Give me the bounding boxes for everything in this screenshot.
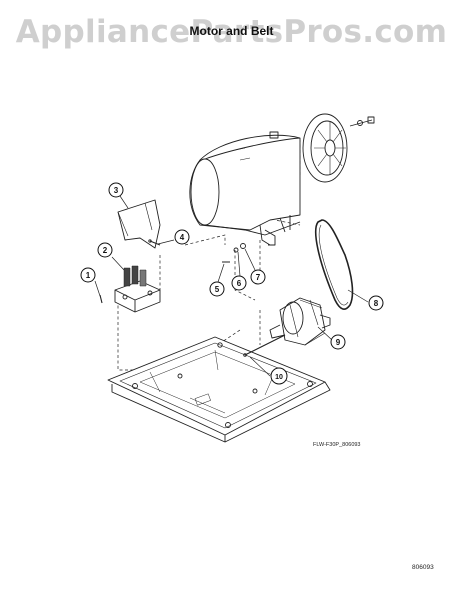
callout-7: 7 <box>250 269 266 285</box>
pulley-wheel <box>302 113 348 183</box>
callout-2: 2 <box>97 242 113 258</box>
base-plate <box>107 336 331 443</box>
svg-text:2: 2 <box>103 246 108 255</box>
bracket-shield <box>117 199 161 249</box>
drawing-code: FLW-F30P_806093 <box>313 442 361 448</box>
callout-5: 5 <box>209 281 225 297</box>
callout-10: 10 <box>270 367 288 385</box>
svg-text:5: 5 <box>215 285 220 294</box>
svg-text:6: 6 <box>237 279 242 288</box>
diagram-title: Motor and Belt <box>189 24 274 38</box>
page-code: 806093 <box>412 564 434 571</box>
callout-6: 6 <box>231 275 247 291</box>
callout-3: 3 <box>108 182 124 198</box>
svg-text:10: 10 <box>275 374 283 381</box>
callout-1: 1 <box>80 267 96 283</box>
svg-text:7: 7 <box>256 273 261 282</box>
motor <box>269 297 331 346</box>
callout-leaders <box>94 195 369 377</box>
svg-text:3: 3 <box>114 186 119 195</box>
drum-housing <box>189 131 301 246</box>
site-watermark: AppliancePartsPros.com <box>15 14 448 50</box>
small-hardware <box>222 243 246 263</box>
drive-belt <box>315 219 354 310</box>
pulley-bolt <box>349 116 375 127</box>
svg-text:8: 8 <box>374 299 379 308</box>
svg-text:9: 9 <box>336 338 341 347</box>
callout-group: 1 2 3 4 5 6 7 8 9 10 <box>80 182 384 385</box>
callout-8: 8 <box>368 295 384 311</box>
terminal-screw <box>99 294 103 304</box>
terminal-block <box>114 265 161 313</box>
callout-4: 4 <box>174 229 190 245</box>
svg-text:1: 1 <box>86 271 91 280</box>
motor-rod <box>243 334 286 357</box>
svg-text:4: 4 <box>180 233 185 242</box>
callout-9: 9 <box>330 334 346 350</box>
bracket-screw <box>148 239 161 246</box>
